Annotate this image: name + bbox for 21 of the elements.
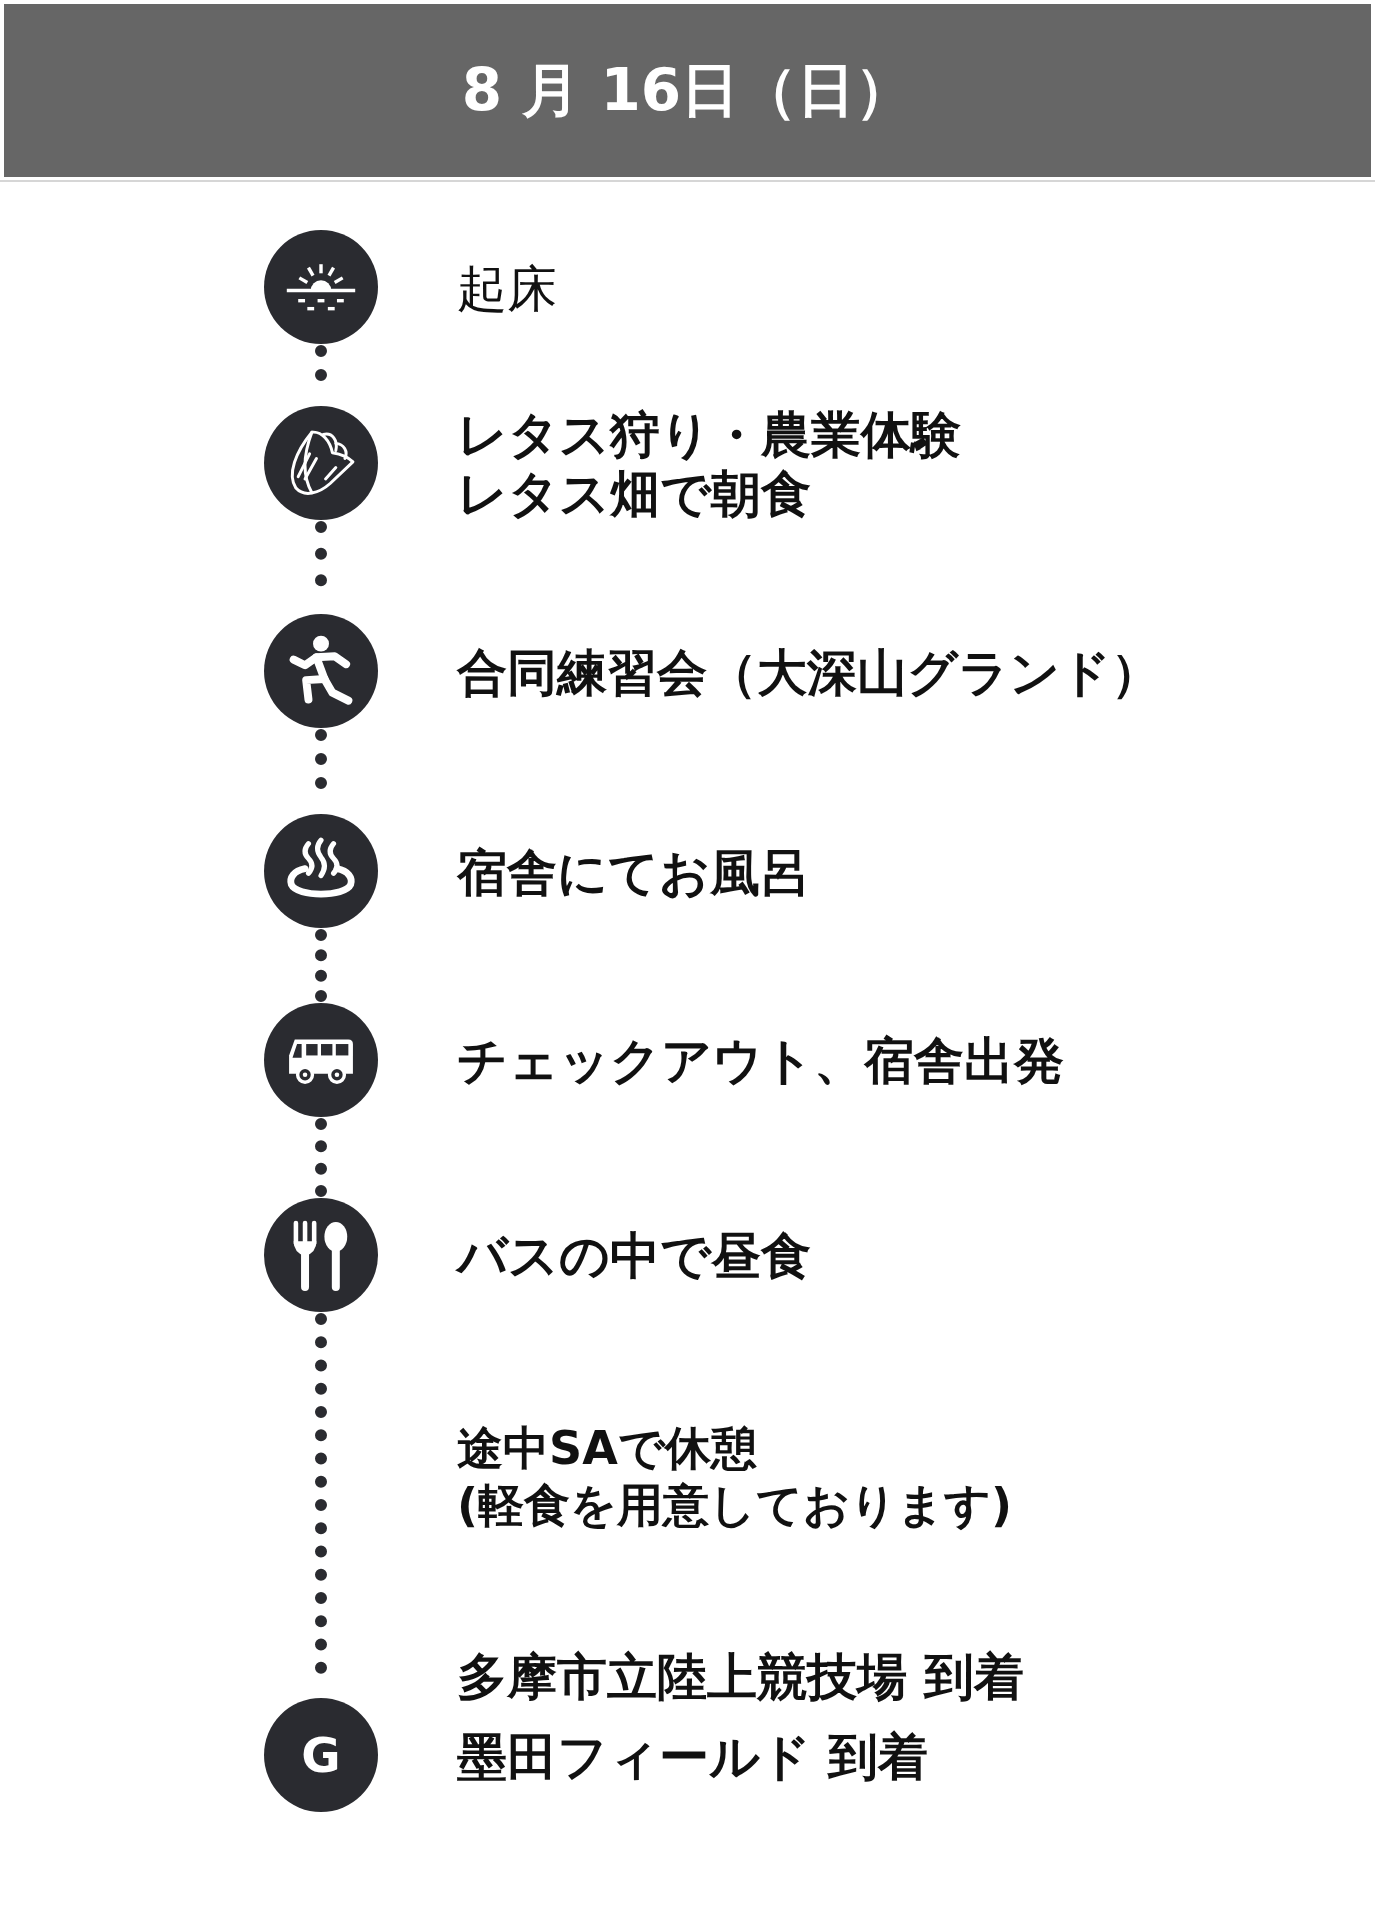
rest-stop-note: 途中SAで休憩 — [457, 1420, 757, 1476]
event-text: チェックアウト、宿舎出発 — [457, 1031, 1064, 1091]
event-text: レタス畑で朝食 — [457, 464, 811, 524]
event-text: 起床 — [457, 259, 557, 319]
title-banner: 8 月 16日（日） — [4, 4, 1371, 177]
event-text: 宿舎にてお風呂 — [457, 843, 810, 903]
running-person-icon — [264, 614, 378, 728]
event-text: 多摩市立陸上競技場 到着 — [457, 1647, 1025, 1707]
rest-stop-note: (軽食を用意しております) — [457, 1477, 1013, 1533]
event-text: 墨田フィールド 到着 — [457, 1727, 929, 1787]
dotted-connector — [315, 929, 327, 1002]
hot-spring-icon — [264, 814, 378, 928]
event-text: 合同練習会（大深山グランド） — [457, 643, 1161, 703]
goal-marker: G — [264, 1698, 378, 1812]
event-text: レタス狩り・農業体験 — [457, 405, 961, 465]
bus-icon — [264, 1003, 378, 1117]
dotted-connector — [315, 1118, 327, 1197]
lettuce-icon — [264, 406, 378, 520]
fork-and-spoon-icon — [264, 1198, 378, 1312]
sunrise-icon — [264, 230, 378, 344]
event-text: バスの中で昼食 — [457, 1226, 811, 1286]
